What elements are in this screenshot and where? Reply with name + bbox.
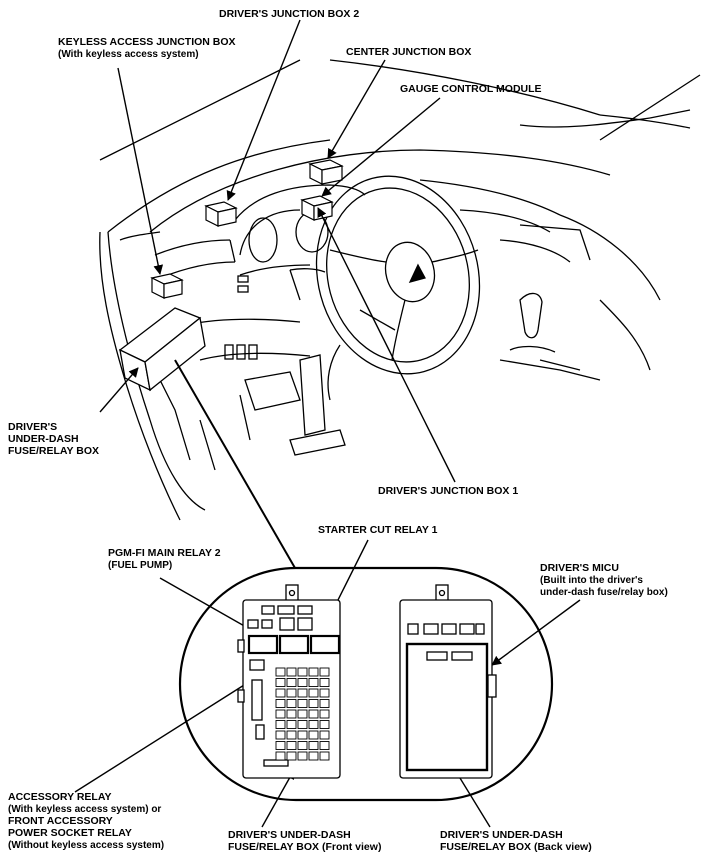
label-gauge-control-module: GAUGE CONTROL MODULE [400,83,542,95]
fuse-slot [286,751,297,761]
leader-drivers-micu [491,599,581,666]
leader-callout-to-detail [174,359,296,569]
fuse-slot [297,720,308,729]
fuse-slot [275,688,286,698]
label-center-junction-box: CENTER JUNCTION BOX [346,46,471,58]
fuse-slot [308,667,319,677]
label-accessory-relay-5: (Without keyless access system) [8,840,164,851]
label-front-view-2: FUSE/RELAY BOX (Front view) [228,841,381,853]
fuse-slot [286,667,297,677]
starter-cut-relay-1-slot [309,634,341,655]
label-front-view-1: DRIVER'S UNDER-DASH [228,829,351,841]
label-drivers-micu-note2: under-dash fuse/relay box) [540,587,668,598]
fuse-slot [319,667,330,677]
label-drivers-micu-note1: (Built into the driver's [540,575,643,586]
label-pgm-fi-note: (FUEL PUMP) [108,560,172,571]
fuse-slot [275,730,286,740]
back-view-fuse-box [399,584,497,779]
fuse-slot [297,699,308,708]
label-starter-cut-relay-1: STARTER CUT RELAY 1 [318,524,438,536]
leader-under-dash-box [99,367,139,413]
fuse-slot [297,709,308,719]
label-accessory-relay-1: ACCESSORY RELAY [8,791,111,803]
drivers-micu-panel [405,642,489,772]
fuse-slot [319,751,330,761]
fuse-slot [286,678,297,687]
fuse-slot [319,699,330,708]
label-under-dash-line1: DRIVER'S [8,421,57,433]
leader-center-junction-box [327,59,386,159]
label-accessory-relay-4: POWER SOCKET RELAY [8,827,132,839]
fuse-slot [286,720,297,729]
fuse-slot [275,667,286,677]
fuse-slot [297,730,308,740]
labels: DRIVER'S JUNCTION BOX 2 KEYLESS ACCESS J… [8,8,668,853]
fuse-slot [275,741,286,750]
fuse-slot [297,667,308,677]
label-accessory-relay-2: (With keyless access system) or [8,804,161,815]
fuse-slot [286,709,297,719]
keyless-access-junction-box-cube [150,273,184,299]
leader-drivers-junction-box-2 [226,19,301,201]
fuse-slot [308,741,319,750]
fuse-slot [308,709,319,719]
fuse-slot [286,741,297,750]
label-back-view-1: DRIVER'S UNDER-DASH [440,829,563,841]
fuse-slot [319,709,330,719]
fuse-slot [297,751,308,761]
label-drivers-junction-box-2: DRIVER'S JUNCTION BOX 2 [219,8,359,20]
fuse-slot [319,741,330,750]
label-drivers-micu: DRIVER'S MICU [540,562,619,574]
fuse-slot [286,699,297,708]
leader-keyless-access-junction-box [117,67,164,275]
fuse-slot [275,678,286,687]
pgm-fi-main-relay-2-slot [247,634,279,655]
accessory-relay-slot [278,634,310,655]
fuse-slot [308,688,319,698]
fuse-slot [275,751,286,761]
label-keyless-access-note: (With keyless access system) [58,49,199,60]
fuse-slot [308,730,319,740]
fuse-slot [297,688,308,698]
drivers-junction-box-2-cube [204,201,238,227]
fuse-slot [308,699,319,708]
under-dash-fuse-box-block [118,307,206,392]
fuse-slot [319,730,330,740]
leader-drivers-junction-box-1 [317,207,456,483]
label-keyless-access-junction-box: KEYLESS ACCESS JUNCTION BOX [58,36,236,48]
label-accessory-relay-3: FRONT ACCESSORY [8,815,113,827]
dashboard-illustration [99,59,701,521]
fuse-slot [297,678,308,687]
fuse-slot [275,720,286,729]
fuse-slot [308,751,319,761]
gauge-control-module-cube [300,195,334,221]
label-drivers-junction-box-1: DRIVER'S JUNCTION BOX 1 [378,485,518,497]
label-under-dash-line3: FUSE/RELAY BOX [8,445,99,457]
label-pgm-fi-main-relay-2: PGM-FI MAIN RELAY 2 [108,547,221,559]
fuse-slot [297,741,308,750]
fuse-slot [308,720,319,729]
label-back-view-2: FUSE/RELAY BOX (Back view) [440,841,592,853]
center-junction-box-cube [308,159,344,185]
label-under-dash-line2: UNDER-DASH [8,433,79,445]
fuse-slot [275,699,286,708]
fuse-slot [319,720,330,729]
leader-gauge-control-module [321,97,441,197]
fuse-slot [319,678,330,687]
detail-callout-outline [178,566,554,802]
fuse-slot [275,709,286,719]
fuse-slot [286,688,297,698]
fuse-slot [319,688,330,698]
fuse-slot [308,678,319,687]
fuse-grid [275,667,330,761]
fuse-slot [286,730,297,740]
